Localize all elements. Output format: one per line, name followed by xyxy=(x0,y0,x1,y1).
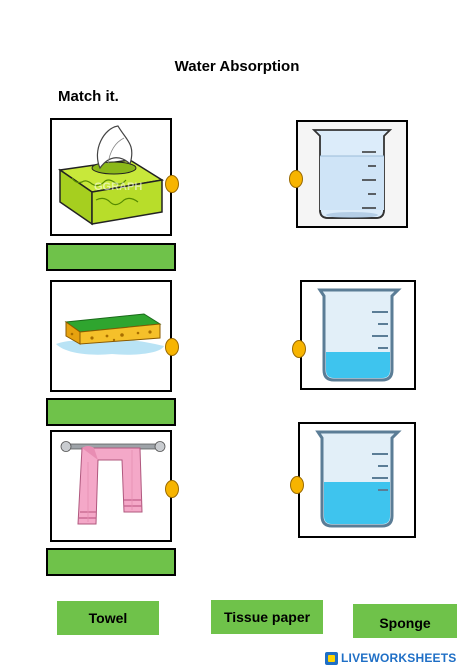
beaker-card-1 xyxy=(296,120,408,228)
tissue-box-card: GGRAPH xyxy=(50,118,172,236)
answer-box-2[interactable] xyxy=(46,398,176,426)
towel-image xyxy=(60,441,166,525)
beaker-3-connector-dot[interactable] xyxy=(290,476,304,494)
small-water-beaker-image xyxy=(317,288,402,382)
low-water-beaker-image xyxy=(311,129,393,219)
sponge-connector-dot[interactable] xyxy=(165,338,179,356)
beaker-card-3 xyxy=(298,422,416,538)
tissue-connector-dot[interactable] xyxy=(165,175,179,193)
word-tissue-paper[interactable]: Tissue paper xyxy=(211,600,323,634)
towel-card xyxy=(50,430,172,542)
sponge-image xyxy=(56,313,164,355)
word-towel[interactable]: Towel xyxy=(57,601,159,635)
brand-name: LIVEWORKSHEETS xyxy=(341,651,457,665)
beaker-2-connector-dot[interactable] xyxy=(292,340,306,358)
word-sponge[interactable]: Sponge xyxy=(353,604,457,638)
answer-box-3[interactable] xyxy=(46,548,176,576)
towel-connector-dot[interactable] xyxy=(165,480,179,498)
liveworksheets-logo: LIVEWORKSHEETS xyxy=(325,650,470,667)
tissue-box-image: GGRAPH xyxy=(57,125,165,226)
watermark-text: GGRAPH xyxy=(94,181,142,193)
brand-mark-icon xyxy=(325,652,338,665)
worksheet-title: Water Absorption xyxy=(174,58,300,75)
instruction-text: Match it. xyxy=(58,88,119,105)
beaker-card-2 xyxy=(300,280,416,390)
sponge-card xyxy=(50,280,172,392)
high-water-beaker-image xyxy=(315,430,402,528)
beaker-1-connector-dot[interactable] xyxy=(289,170,303,188)
answer-box-1[interactable] xyxy=(46,243,176,271)
